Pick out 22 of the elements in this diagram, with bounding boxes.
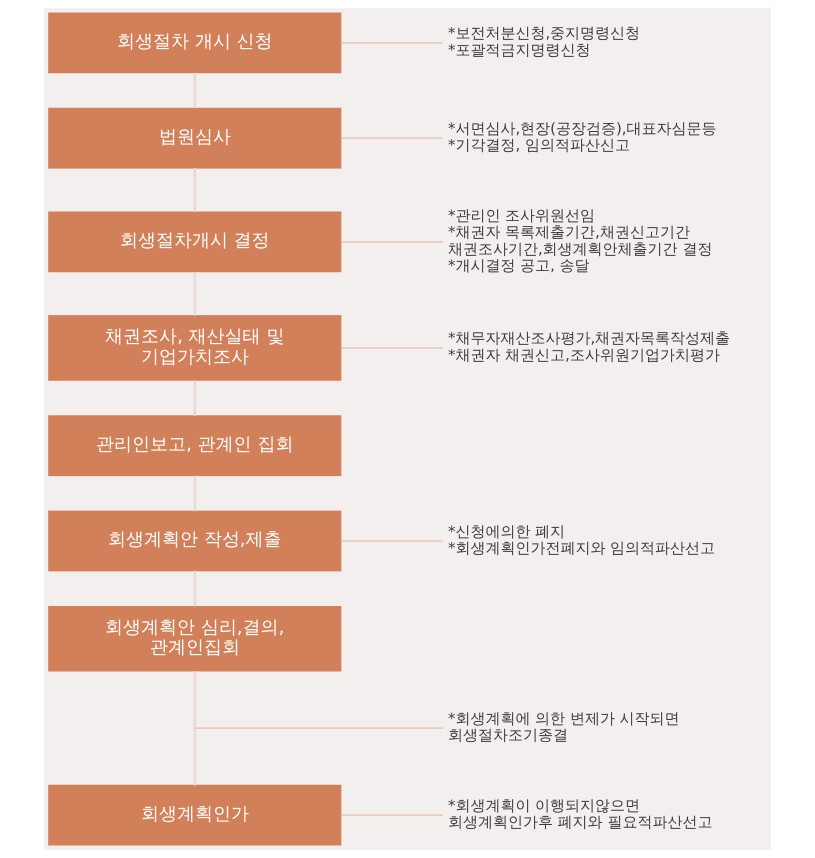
node-box: 회생계획안 심리,결의, 관계인집회 [48,606,342,672]
node-box: 회생절차개시 결정 [48,212,342,272]
node-box: 채권조사, 재산실태 및 기업가치조사 [48,315,342,381]
connector [340,42,443,44]
node-text: *채무자재산조사평가,채권자목록작성제출 *채권자 채권신고,조사위원기업가치평가 [448,329,730,364]
node-box: 회생계획안 작성,제출 [48,510,342,572]
connector [340,137,443,139]
connector [340,814,443,816]
connector [340,540,443,542]
node-text: *회생계획에 의한 변제가 시작되면 회생절차조기종결 [448,709,680,744]
node-text: *서면심사,현장(공장검증),대표자심문등 *기각결정, 임의적파산신고 [448,119,717,154]
node-text: *보전처분신청,중지명령신청 *포괄적금지명령신청 [448,24,640,59]
node-box: 법원심사 [48,108,342,169]
connector [340,347,443,349]
connector [340,241,443,243]
node-box: 관리인보고, 관계인 집회 [48,415,342,476]
node-box: 회생계획인가 [48,784,342,846]
node-text: *관리인 조사위원선임 *채권자 목록제출기간,채권신고기간 채권조사기간,회생계획안체출기간 결정 *개시결정 공고, 송달 [448,206,712,274]
node-text: *신청에의한 폐지 *회생계획인가전폐지와 임의적파산선고 [448,522,716,557]
node-text: *회생계획이 이행되지않으면 회생계획인가후 폐지와 필요적파산선고 [448,796,712,832]
node-box: 회생절차 개시 신청 [48,12,342,74]
connector [194,727,443,729]
